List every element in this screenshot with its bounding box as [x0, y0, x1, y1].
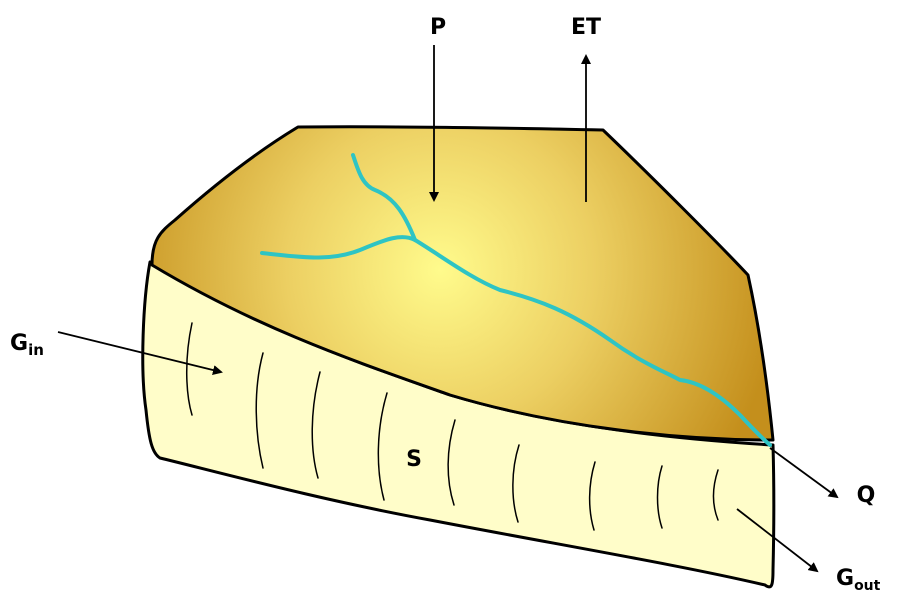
storage-label: S: [406, 447, 422, 472]
groundwater-out-subscript: out: [854, 578, 881, 594]
discharge-label: Q: [857, 483, 876, 508]
precipitation-label: P: [430, 15, 446, 40]
groundwater-in-label: Gin: [10, 331, 44, 359]
groundwater-out-label: Gout: [836, 566, 881, 594]
discharge-arrow: [770, 448, 837, 497]
groundwater-in-subscript: in: [28, 341, 44, 359]
evapotranspiration-label: ET: [571, 15, 601, 40]
